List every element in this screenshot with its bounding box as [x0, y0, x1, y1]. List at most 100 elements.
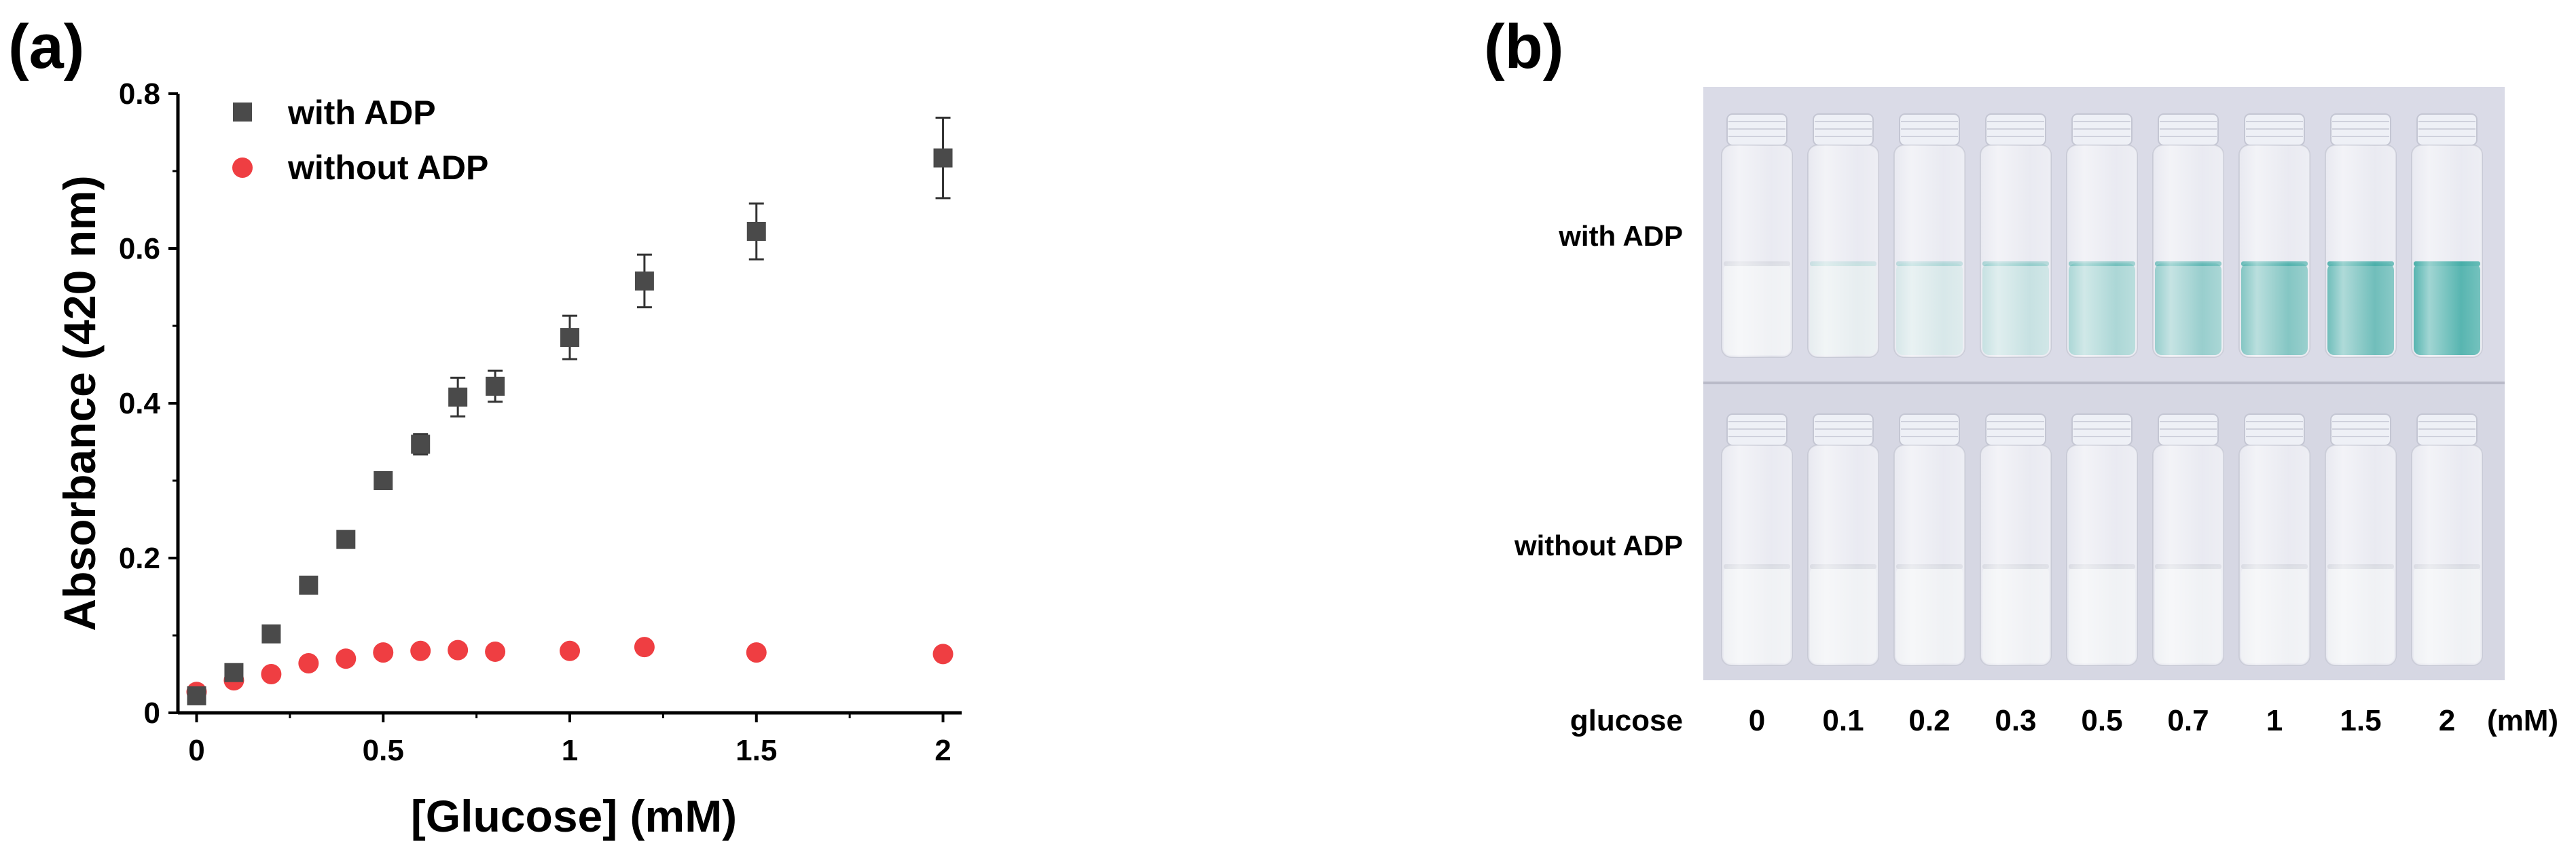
data-point-with-adp	[299, 575, 319, 595]
glucose-label: glucose	[1570, 704, 1683, 737]
vial-with-adp	[2152, 113, 2224, 358]
concentration-label: 0.5	[2081, 704, 2122, 737]
vial-with-adp	[1893, 113, 1965, 358]
vial-without-adp	[2238, 413, 2310, 666]
vial-without-adp	[1721, 413, 1793, 666]
concentration-labels: 0 0.1 0.2 0.3 0.5 0.7 1 1.5 2	[1749, 704, 2455, 737]
concentration-label: 0.7	[2167, 704, 2209, 737]
vial-glass-highlight	[2412, 145, 2482, 357]
x-axis-title: [Glucose] (mM)	[411, 791, 737, 841]
vial-with-adp	[1807, 113, 1879, 358]
concentration-label: 0	[1749, 704, 1765, 737]
data-point-without-adp	[485, 641, 506, 662]
data-point-with-adp	[187, 686, 206, 705]
y-tick-label: 0.2	[119, 542, 160, 575]
concentration-label: 0.2	[1908, 704, 1950, 737]
row-label-without-adp: without ADP	[1514, 530, 1683, 561]
concentration-label: 1.5	[2340, 704, 2381, 737]
concentration-label: 0.1	[1822, 704, 1864, 737]
vial-without-adp	[2066, 413, 2138, 666]
vial-glass-highlight	[1980, 145, 2051, 357]
series-with-adp	[187, 116, 953, 705]
vial-glass-highlight	[1808, 445, 1879, 665]
data-point-with-adp	[224, 663, 244, 682]
concentration-label: 2	[2439, 704, 2455, 737]
legend-marker-without-adp	[232, 158, 253, 178]
vial-without-adp	[1893, 413, 1965, 666]
vial-with-adp	[1721, 113, 1793, 358]
vial-without-adp	[2411, 413, 2483, 666]
vial-without-adp	[2325, 413, 2397, 666]
y-axis-title: Absorbance (420 nm)	[54, 175, 105, 631]
data-point-with-adp	[560, 328, 579, 348]
data-point-without-adp	[410, 640, 431, 661]
vial-without-adp	[1807, 413, 1879, 666]
y-tick-label: 0.4	[119, 387, 161, 420]
vial-glass-highlight	[1894, 445, 1965, 665]
vial-glass-highlight	[1980, 445, 2051, 665]
data-point-with-adp	[486, 376, 505, 396]
concentration-label: 0.3	[1995, 704, 2036, 737]
y-tick-label: 0.8	[119, 77, 160, 111]
vial-glass-highlight	[1722, 145, 1792, 357]
vial-with-adp	[2325, 113, 2397, 358]
panel-a: (a) 0 0.2 0.4 0.6 0.8 0 0.5 1 1.5 2 Absorbance (…	[8, 12, 962, 841]
data-point-without-adp	[261, 664, 282, 684]
data-point-without-adp	[373, 642, 394, 663]
x-ticks: 0 0.5 1 1.5 2	[188, 713, 951, 767]
data-point-with-adp	[374, 471, 393, 490]
vials-with-adp	[1721, 113, 2483, 358]
vial-glass-highlight	[2153, 445, 2224, 665]
vial-without-adp	[2152, 413, 2224, 666]
data-point-without-adp	[560, 640, 580, 661]
data-point-without-adp	[634, 637, 655, 658]
data-point-without-adp	[448, 640, 469, 661]
data-point-with-adp	[634, 271, 654, 291]
vial-glass-highlight	[1808, 145, 1879, 357]
vial-glass-highlight	[2239, 445, 2310, 665]
data-point-without-adp	[335, 648, 357, 669]
concentration-label: 1	[2266, 704, 2283, 737]
row-label-with-adp: with ADP	[1558, 220, 1683, 252]
x-tick-label: 2	[935, 734, 951, 767]
x-tick-label: 0.5	[363, 734, 404, 767]
panel-b: (b) with ADP without ADP glucose 0 0.1 0.2…	[1484, 12, 2558, 737]
y-ticks: 0 0.2 0.4 0.6 0.8	[119, 77, 178, 730]
data-point-without-adp	[932, 644, 954, 665]
data-point-with-adp	[411, 434, 431, 454]
panel-b-label: (b)	[1484, 12, 1563, 81]
y-tick-label: 0	[144, 697, 160, 730]
vial-with-adp	[2238, 113, 2310, 358]
vial-glass-highlight	[1894, 145, 1965, 357]
plot-series	[186, 116, 954, 705]
data-point-with-adp	[261, 624, 281, 644]
vial-with-adp	[2066, 113, 2138, 358]
vials-without-adp	[1721, 413, 2483, 666]
vial-glass-highlight	[2067, 445, 2137, 665]
data-point-with-adp	[746, 221, 766, 241]
legend-label-without-adp: without ADP	[287, 149, 488, 187]
vial-photo	[1703, 87, 2505, 680]
vial-glass-highlight	[2325, 445, 2396, 665]
data-point-without-adp	[746, 642, 767, 663]
series-without-adp	[186, 637, 954, 703]
data-point-with-adp	[448, 387, 468, 407]
legend-label-with-adp: with ADP	[287, 94, 436, 132]
x-tick-label: 1.5	[736, 734, 777, 767]
vial-glass-highlight	[2067, 145, 2137, 357]
legend: with ADP without ADP	[232, 94, 488, 187]
panel-a-label: (a)	[8, 12, 84, 81]
data-point-with-adp	[933, 148, 953, 168]
x-tick-label: 1	[562, 734, 578, 767]
unit-label: (mM)	[2487, 704, 2558, 737]
data-point-with-adp	[336, 530, 356, 549]
vial-glass-highlight	[2239, 145, 2310, 357]
vial-glass-highlight	[1722, 445, 1792, 665]
vial-glass-highlight	[2325, 145, 2396, 357]
vial-glass-highlight	[2412, 445, 2482, 665]
data-point-without-adp	[298, 653, 319, 674]
y-tick-label: 0.6	[119, 232, 160, 265]
vial-with-adp	[1980, 113, 2052, 358]
x-tick-label: 0	[188, 734, 204, 767]
